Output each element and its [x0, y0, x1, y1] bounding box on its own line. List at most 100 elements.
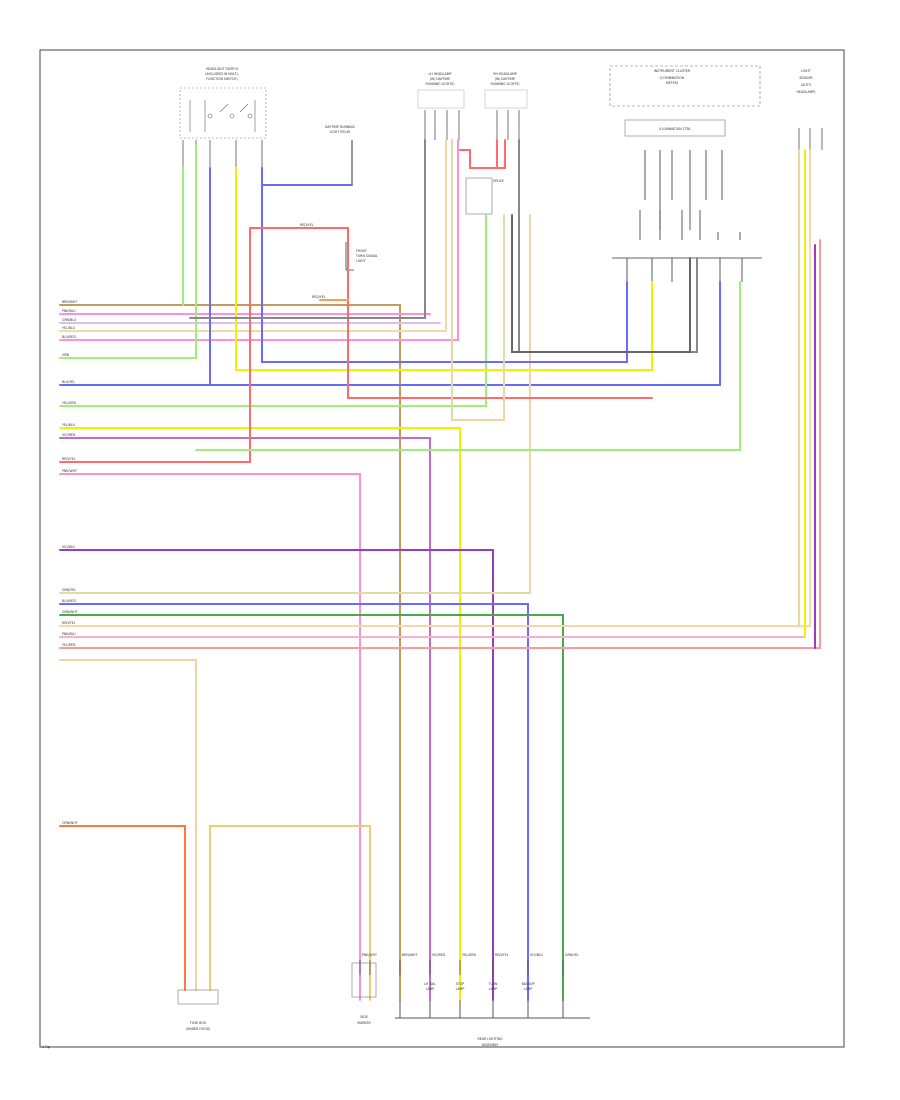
wire-label: BLU/RED [62, 335, 76, 339]
tail-lamp-label-8: LAMP [524, 987, 533, 991]
front-turn-label-1: FRONT [356, 249, 367, 253]
bottom-wire-label: VIO/BLU [530, 953, 544, 957]
light-sensor: LIGHT SENSOR (AUTO HEADLAMP) [797, 69, 823, 150]
wire-green-right [195, 281, 741, 451]
wire-yel-grn [59, 214, 487, 407]
bottom-connectors: SIDE MARKER REAR LIGHTING ASSEMBLY LH TA… [351, 960, 590, 1047]
wire-gray-rh [518, 139, 698, 353]
wire-cluster-gray [511, 214, 691, 353]
wire-label: ORN/WHT [62, 821, 78, 825]
side-marker-label-2: LIGHT RELAY [330, 130, 351, 134]
wire-orange [59, 825, 186, 991]
diagram-frame [39, 49, 845, 1048]
rh-headlamp-label-3: RUNNING LIGHTS) [491, 82, 520, 86]
wire-yel-red [59, 239, 821, 649]
fuse-box: FUSE BOX (UNDER HOOD) [177, 989, 219, 1031]
bottom-wire-labels: PNK/WHT BRN/WHT VIO/RED YEL/GRN RED/YEL … [362, 953, 579, 957]
headlight-switch-label-2: (INCLUDED IN MULTI- [205, 72, 238, 76]
instrument-cluster: INSTRUMENT CLUSTER (COMBINATION METER) I… [609, 65, 762, 282]
light-sensor-label-1: LIGHT [801, 69, 811, 73]
side-marker-label-a: SIDE [360, 1015, 367, 1019]
tail-lamp-label-2: LAMP [426, 987, 435, 991]
bottom-wire-label: GRN/YEL [565, 953, 579, 957]
lh-headlamp-label-2: (W/ DAYTIME [430, 77, 450, 81]
wire-label: PNK/WHT [62, 469, 77, 473]
wire-tan-rh [451, 139, 505, 421]
top-wire-label: RED/YEL [300, 223, 314, 227]
wire-label: GRN [62, 353, 70, 357]
cluster-label-1: INSTRUMENT CLUSTER [654, 69, 691, 73]
wire-blu-red2 [59, 603, 529, 1001]
wire-gray-lh [189, 139, 426, 319]
bottom-wire-label: VIO/RED [432, 953, 446, 957]
wire-label: PNK/BLU [62, 632, 76, 636]
wire-sw-blue2 [261, 167, 628, 363]
front-turn-signal: FRONT TURN SIGNAL LIGHT [345, 242, 378, 271]
light-sensor-label-3: (AUTO [801, 83, 812, 87]
rh-headlamp-label-1: RH HEADLAMP [493, 72, 516, 76]
headlight-switch-label-1: HEADLIGHT SWITCH [206, 67, 239, 71]
wire-label: RED/YEL [62, 621, 76, 625]
wire-pnk-wht [59, 473, 361, 1001]
front-turn-label-2: TURN SIGNAL [355, 254, 378, 258]
tail-lamp-label-7: BACKUP [522, 982, 535, 986]
fuse-box-label-1: FUSE BOX [190, 1021, 207, 1025]
wire-label: GRN/YEL [62, 588, 76, 592]
wire-label: PNK/BLU [62, 309, 76, 313]
side-marker-top: DAYTIME RUNNING LIGHT RELAY [325, 125, 356, 186]
headlight-switch: HEADLIGHT SWITCH (INCLUDED IN MULTI- FUN… [179, 67, 267, 168]
tail-assembly-label-2: ASSEMBLY [482, 1043, 499, 1047]
tail-assembly-label-1: REAR LIGHTING [478, 1037, 503, 1041]
wire-label: YEL/BLU [62, 326, 76, 330]
rh-headlamp: RH HEADLAMP (W/ DAYTIME RUNNING LIGHTS) … [465, 72, 528, 215]
tail-lamp-label-4: LAMP [456, 987, 465, 991]
wire-brn-wht [59, 304, 401, 1001]
wire-red-rh [459, 139, 506, 169]
side-marker-label-b: MARKER [357, 1021, 371, 1025]
wire-red-yel2 [59, 149, 811, 627]
tail-lamp-label-1: LH TAIL [424, 982, 436, 986]
tail-lamp-label-6: LAMP [489, 987, 498, 991]
wire-label: VIO/BLU [62, 545, 76, 549]
wire-vio-red [59, 437, 431, 1001]
bottom-wire-label: RED/YEL [495, 953, 509, 957]
wire-vio-blu [59, 549, 494, 1001]
wire-label: GRN/BLU [62, 318, 77, 322]
left-wire-labels: BRN/WHT PNK/BLU GRN/BLU YEL/BLU BLU/RED … [62, 300, 78, 825]
wires [59, 139, 821, 1001]
top-wire-label: RED/YEL [312, 295, 326, 299]
wire-blu-red [59, 139, 459, 341]
wire-tan [59, 214, 531, 594]
bottom-wire-label: BRN/WHT [402, 953, 417, 957]
wire-yel-blu [59, 139, 447, 332]
lh-headlamp: LH HEADLAMP (W/ DAYTIME RUNNING LIGHTS) [417, 72, 465, 140]
wire-label: YEL/RED [62, 643, 76, 647]
wire-yellow-bottom [209, 825, 371, 1001]
cluster-label-2: (COMBINATION [660, 76, 685, 80]
wire-sw-yellow [235, 167, 653, 371]
wire-label: YEL/BLU [62, 423, 76, 427]
wire-label: YEL/GRN [62, 401, 76, 405]
wire-label: VIO/RED [62, 433, 76, 437]
headlight-switch-label-3: FUNCTION SWITCH) [206, 77, 237, 81]
wire-blu-yel [59, 281, 721, 386]
front-turn-label-3: LIGHT [356, 259, 366, 263]
tail-lamp-label-5: TURN [488, 982, 498, 986]
wire-label: GRN/WHT [62, 610, 78, 614]
cluster-inner-label: ILLUMINATION CTRL [659, 127, 691, 131]
wire-sw-blue [261, 167, 353, 186]
wire-grn-wht [59, 614, 564, 1001]
wire-tan-left [59, 659, 197, 991]
wire-label: RED/YEL [62, 457, 76, 461]
rh-headlamp-label-2: (W/ DAYTIME [495, 77, 515, 81]
wire-pink-red [249, 227, 653, 399]
wire-label: BLU/RED [62, 599, 76, 603]
bottom-wire-label: PNK/WHT [362, 953, 377, 957]
wire-yel-blu2 [59, 427, 461, 1001]
lh-headlamp-label-3: RUNNING LIGHTS) [426, 82, 455, 86]
diagram-id: 1-Fig [42, 1045, 50, 1049]
light-sensor-label-4: HEADLAMP) [797, 90, 816, 94]
fuse-box-label-2: (UNDER HOOD) [186, 1027, 211, 1031]
wire-label: BRN/WHT [62, 300, 77, 304]
